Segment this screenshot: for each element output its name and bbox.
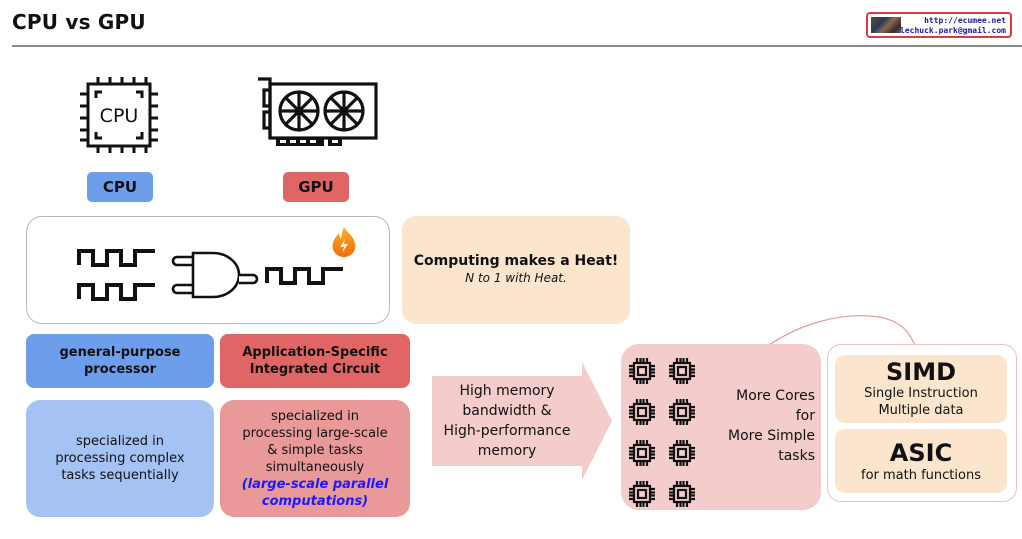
heat-subtitle: N to 1 with Heat. [465,271,567,285]
core-chip-icon [627,479,667,513]
credit-url[interactable]: http://ecumee.net [924,16,1006,25]
core-chip-icon [627,438,667,472]
and-gate-diagram [26,216,390,324]
cores-box: More Cores for More Simple tasks [621,344,821,510]
cpu-description: specialized in processing complex tasks … [26,400,214,517]
title-divider [12,45,1022,47]
cores-line: for [795,408,815,424]
cpu-type-line: processor [84,362,156,377]
connector-curve [761,315,917,351]
cpu-desc-line: processing complex [55,451,185,466]
gpu-type-line: Integrated Circuit [249,362,381,377]
cpu-type-label: general-purpose processor [26,334,214,388]
output-signal-wave [265,267,343,285]
core-chip-icon [627,397,667,431]
feature-line: for math functions [861,467,981,483]
cpu-chip-icon: CPU [80,77,158,153]
heat-note: Computing makes a Heat! N to 1 with Heat… [402,216,630,324]
gpu-highlight-line: (large-scale parallel [241,476,389,492]
cpu-type-line: general-purpose [59,345,181,360]
cpu-desc-line: specialized in [75,434,165,449]
cpu-label: CPU [87,172,153,202]
feature-line: Multiple data [878,403,964,418]
feature-asic: ASIC for math functions [835,429,1007,493]
cpu-desc-line: tasks sequentially [61,468,179,483]
core-chip-icon [667,397,707,431]
gpu-desc-line: processing large-scale [242,425,388,441]
arrow-line: High memory [459,383,555,399]
input-signal-wave-1 [77,249,155,267]
heat-title: Computing makes a Heat! [413,253,619,269]
gpu-highlight-line: computations) [261,493,369,509]
gpu-card-icon [258,77,378,146]
feature-title: ASIC [889,438,953,467]
gpu-desc-line: specialized in [270,408,360,424]
arrow-text: High memory bandwidth & High-performance… [432,376,582,466]
cores-line: tasks [778,448,815,464]
gpu-desc-line: simultaneously [265,459,365,475]
author-thumbnail [871,17,901,33]
fire-icon [332,227,356,257]
feature-line: Single Instruction [864,386,978,401]
arrow-line: memory [477,443,537,459]
core-grid [627,356,707,513]
input-signal-wave-2 [77,283,155,301]
features-box: SIMD Single Instruction Multiple data AS… [827,344,1017,502]
credit-email[interactable]: lechuck.park@gmail.com [900,26,1006,35]
credit-box: http://ecumee.net lechuck.park@gmail.com [866,12,1012,38]
gpu-type-line: Application-Specific [242,345,388,360]
core-chip-icon [667,356,707,390]
core-chip-icon [667,438,707,472]
gpu-label: GPU [283,172,349,202]
core-chip-icon [667,479,707,513]
feature-simd: SIMD Single Instruction Multiple data [835,355,1007,423]
cores-line: More Simple [728,428,815,444]
arrow-line: High-performance [443,423,571,439]
page-title: CPU vs GPU [12,10,146,34]
gpu-desc-line: & simple tasks [267,442,363,458]
core-chip-icon [627,356,667,390]
cores-line: More Cores [736,388,815,404]
cpu-chip-text: CPU [100,105,139,127]
feature-title: SIMD [885,358,957,386]
arrow-line: bandwidth & [462,403,552,419]
cores-text: More Cores for More Simple tasks [728,386,815,466]
arrow-shape [432,362,612,480]
and-gate-icon [171,251,259,299]
gpu-type-label: Application-Specific Integrated Circuit [220,334,410,388]
gpu-description: specialized in processing large-scale & … [220,400,410,517]
